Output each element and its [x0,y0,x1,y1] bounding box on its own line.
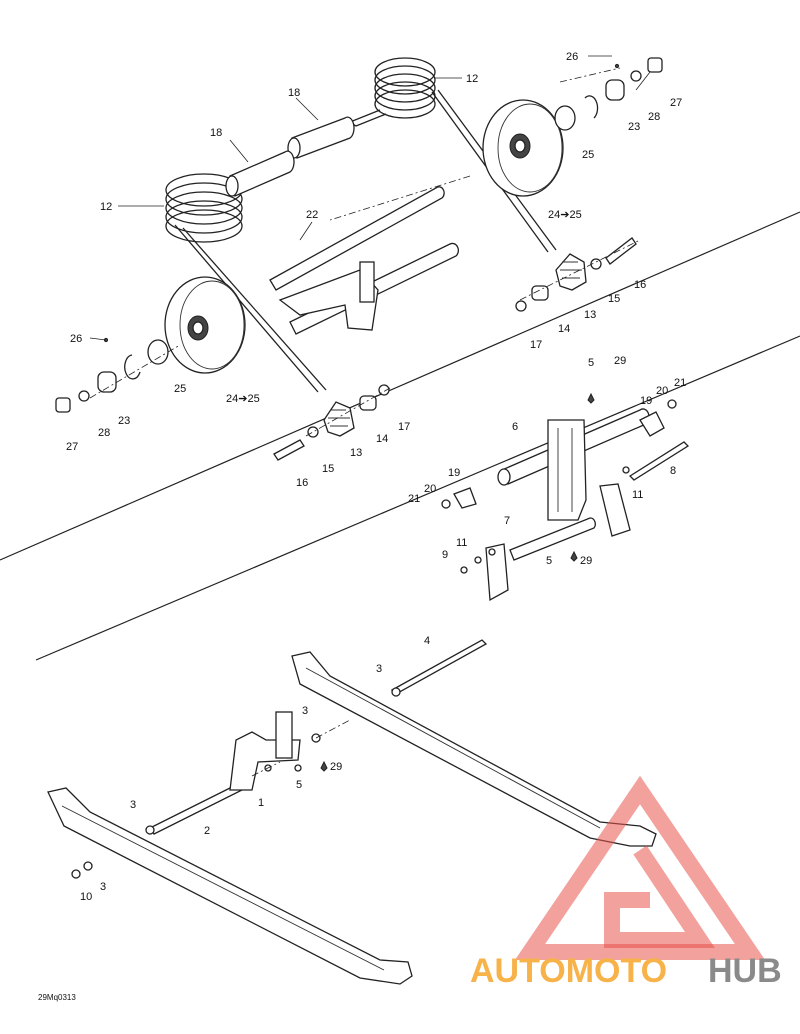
callout-16: 16 [634,279,646,291]
callout-21: 21 [408,493,420,505]
bracket-left [485,543,509,602]
spring-sleeves [225,116,355,197]
callout-23: 23 [118,415,130,427]
callout-14: 14 [376,433,388,445]
callout-11: 11 [456,537,467,549]
callout-13: 13 [584,309,596,321]
callout-17: 17 [398,421,410,433]
callout-3: 3 [376,663,382,675]
upper-assembly [55,55,663,461]
callout-29: 29 [614,355,626,367]
callout-27: 27 [670,97,682,109]
callout-24-25: 24➔25 [548,209,582,221]
callout-28: 28 [98,427,110,439]
idler-wheel-lower [164,276,246,374]
callout-11: 11 [632,489,643,501]
adjuster-cam-left [273,384,390,461]
cross-shaft-4 [390,639,488,695]
separator-line-upper [0,211,800,561]
callout-16: 16 [296,477,308,489]
callout-1: 1 [258,797,264,809]
watermark-logo: AUTOMOTO HUB [470,775,782,990]
callout-29: 29 [330,761,342,773]
callout-4: 4 [424,635,430,647]
callout-28: 28 [648,111,660,123]
slide-rail-left [47,787,413,985]
adjuster-cam-right [515,237,637,312]
callout-12: 12 [466,73,478,85]
lower-assembly [47,639,657,985]
callout-5: 5 [296,779,302,791]
callout-2: 2 [204,825,210,837]
callout-18: 18 [288,87,300,99]
callout-14: 14 [558,323,570,335]
callout-13: 13 [350,447,362,459]
callout-12: 12 [100,201,112,213]
bearing-stack-lower [55,337,169,413]
callout-29: 29 [580,555,592,567]
callout-27: 27 [66,441,78,453]
cross-shaft [269,186,445,291]
callout-6: 6 [512,421,518,433]
cross-shaft-2 [149,783,243,835]
callout-17: 17 [530,339,542,351]
callout-21: 21 [674,377,686,389]
callout-24-25: 24➔25 [226,393,260,405]
callout-20: 20 [656,385,668,397]
middle-assembly [441,392,690,602]
callout-19: 19 [448,467,460,479]
rear-arm-frame [547,419,587,521]
pivot-arm [278,242,459,335]
callout-23: 23 [628,121,640,133]
callout-26: 26 [70,333,82,345]
watermark-text-primary: AUTOMOTO [470,952,667,990]
callout-labels: 26 12 18 18 27 23 28 25 12 24➔25 22 16 1… [66,51,686,903]
watermark-triangle-icon [514,775,766,960]
callout-25: 25 [582,149,594,161]
slide-rail-right [291,651,657,847]
idler-wheel-upper [482,99,564,197]
callout-15: 15 [608,293,620,305]
callout-15: 15 [322,463,334,475]
callout-26: 26 [566,51,578,63]
callout-5: 5 [588,357,594,369]
callout-9: 9 [442,549,448,561]
callout-25: 25 [174,383,186,395]
watermark-text-secondary: HUB [708,952,782,990]
torsion-spring-lower [165,173,327,393]
callout-3: 3 [130,799,136,811]
callout-3: 3 [302,705,308,717]
callout-10: 10 [80,891,92,903]
callout-20: 20 [424,483,436,495]
callout-22: 22 [306,209,318,221]
callout-3: 3 [100,881,106,893]
separator-line-lower [35,335,800,661]
callout-7: 7 [504,515,510,527]
callout-18: 18 [210,127,222,139]
bolt-8 [628,441,690,481]
callout-5: 5 [546,555,552,567]
drawing-code: 29Mq0313 [38,993,76,1002]
bearing-stack-upper [554,57,663,131]
callout-19: 19 [640,395,652,407]
callout-8: 8 [670,465,676,477]
bracket-right [599,483,631,537]
